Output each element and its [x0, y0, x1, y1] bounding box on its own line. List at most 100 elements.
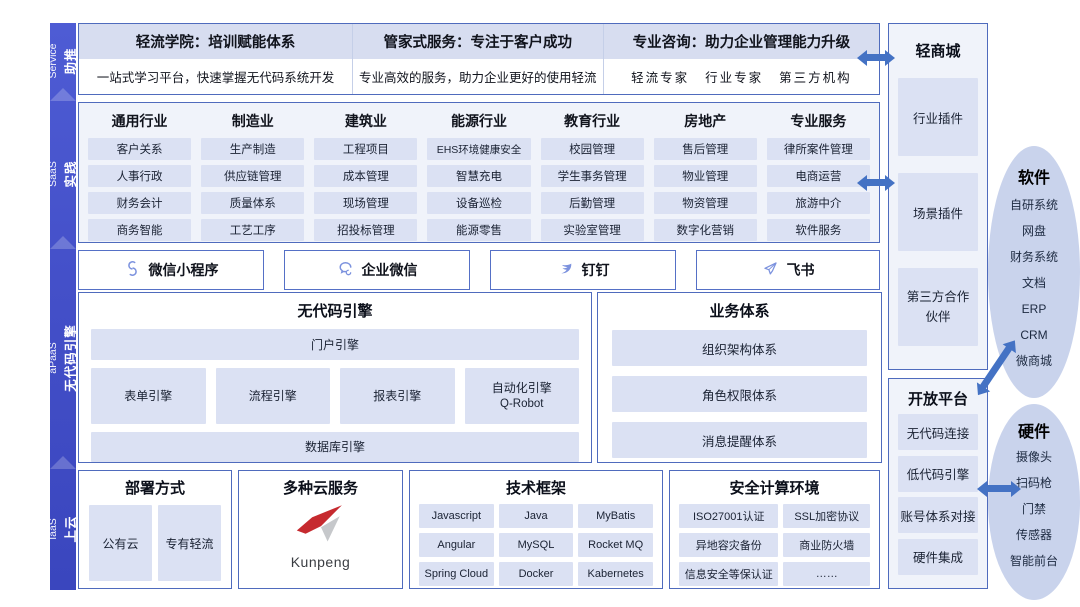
integration-label: 钉钉: [581, 262, 610, 278]
saas-col-general: 通用行业 客户关系 人事行政 财务会计 商务智能: [83, 109, 196, 248]
saas-item: 质量体系: [201, 192, 305, 214]
saas-col-title: 制造业: [231, 113, 274, 129]
integration-wecom: 企业微信: [284, 250, 470, 290]
layer-label-zh: 无代码引擎: [64, 324, 78, 392]
layer-label-saas: SaaS 实践: [47, 160, 79, 187]
engine-label: 报表引擎: [373, 388, 422, 403]
saas-item: 售后管理: [653, 138, 757, 160]
layer-label-service: Service 助推: [47, 43, 79, 78]
software-item: 文档: [1021, 276, 1046, 290]
layer-label-en: aPaaS: [47, 342, 59, 374]
software-item: ERP: [1021, 302, 1047, 316]
layer-banner: Service 助推 SaaS 实践 aPaaS 无代码引擎 IaaS 上云: [47, 23, 79, 590]
tech-cell: Rocket MQ: [578, 533, 653, 557]
saas-panel: 通用行业 客户关系 人事行政 财务会计 商务智能 制造业 生产制造 供应链管理 …: [78, 102, 880, 243]
security-cell: 异地容灾备份: [679, 533, 779, 557]
engine-cell: 报表引擎: [340, 367, 455, 424]
nocode-engine-panel: 无代码引擎 门户引擎 表单引擎 流程引擎 报表引擎 自动化引擎 Q-Robot …: [78, 292, 592, 463]
saas-col-title: 专业服务: [790, 113, 847, 129]
saas-item: 电商运营: [766, 165, 870, 187]
saas-col-professional: 专业服务 律所案件管理 电商运营 旅游中介 软件服务: [762, 109, 875, 248]
tech-stack-panel: 技术框架 Javascript Java MyBatis Angular MyS…: [409, 470, 663, 589]
saas-item: 学生事务管理: [540, 165, 644, 187]
layer-label-zh: 实践: [64, 160, 78, 188]
saas-col-title: 教育行业: [564, 113, 621, 129]
ellipse-title: 硬件: [1017, 424, 1050, 441]
panel-title: 技术框架: [505, 480, 566, 497]
marketplace-cell: 场景插件: [898, 173, 978, 251]
saas-item: 实验室管理: [540, 219, 644, 241]
security-panel: 安全计算环境 ISO27001认证 SSL加密协议 异地容灾备份 商业防火墙 信…: [669, 470, 880, 589]
engine-row: 表单引擎 流程引擎 报表引擎 自动化引擎 Q-Robot: [91, 367, 579, 424]
software-ellipse: 软件 自研系统 网盘 财务系统 文档 ERP CRM 微商城: [988, 146, 1080, 398]
engine-label: 流程引擎: [248, 388, 297, 403]
hardware-item: 门禁: [1021, 502, 1046, 516]
engine-label: 自动化引擎: [491, 380, 552, 395]
tag: 第三方机构: [779, 71, 852, 85]
open-platform-cells: 无代码连接 低代码引擎 账号体系对接 硬件集成: [889, 409, 987, 588]
saas-item: EHS环境健康安全: [427, 138, 531, 160]
software-item: 网盘: [1021, 224, 1046, 238]
tech-cell: MySQL: [498, 533, 574, 557]
biz-cell: 角色权限体系: [612, 376, 867, 412]
integration-label: 微信小程序: [148, 262, 219, 278]
panel-title: 安全计算环境: [729, 480, 820, 497]
kunpeng-logo-icon: [290, 503, 352, 552]
engine-sublabel: Q-Robot: [500, 397, 544, 410]
software-item: 微商城: [1015, 354, 1052, 368]
layer-label-en: Service: [47, 43, 59, 79]
engine-label: 表单引擎: [124, 388, 173, 403]
deployment-panel: 部署方式 公有云 专有轻流: [78, 470, 232, 589]
saas-item: 智慧充电: [427, 165, 531, 187]
service-col-consulting: 专业咨询：助力企业管理能力升级 轻流专家 行业专家 第三方机构: [603, 24, 879, 94]
saas-item: 软件服务: [766, 219, 870, 241]
marketplace-cells: 行业插件 场景插件 第三方合作伙伴: [889, 61, 987, 369]
tech-cell: Java: [498, 504, 574, 528]
service-col-academy: 轻流学院：培训赋能体系 一站式学习平台，快速掌握无代码系统开发: [79, 24, 353, 94]
tech-cell: Docker: [498, 562, 574, 586]
deploy-cell: 专有轻流: [158, 505, 221, 581]
service-col-subtitle: 专业高效的服务，助力企业更好的使用轻流: [359, 71, 597, 85]
tech-cell: Kabernetes: [578, 562, 653, 586]
software-item: 自研系统: [1009, 198, 1058, 212]
dingtalk-icon: [557, 260, 574, 280]
panel-title: 部署方式: [124, 480, 185, 497]
service-panel: 轻流学院：培训赋能体系 一站式学习平台，快速掌握无代码系统开发 管家式服务：专注…: [78, 23, 880, 95]
saas-col-construction: 建筑业 工程项目 成本管理 现场管理 招投标管理: [309, 109, 422, 248]
layer-label-zh: 上云: [64, 515, 78, 543]
saas-item: 商务智能: [88, 219, 192, 241]
open-platform-cell: 无代码连接: [898, 414, 978, 451]
saas-item: 数字化营销: [653, 219, 757, 241]
engine-cell-automation: 自动化引擎 Q-Robot: [464, 367, 579, 424]
ellipse-title: 软件: [1017, 170, 1050, 187]
software-item: 财务系统: [1009, 250, 1058, 264]
layer-label-en: IaaS: [47, 518, 59, 540]
service-col-butler: 管家式服务：专注于客户成功 专业高效的服务，助力企业更好的使用轻流: [352, 24, 604, 94]
open-platform-cell: 硬件集成: [898, 538, 978, 575]
engine-cell: 流程引擎: [215, 367, 330, 424]
hardware-item: 摄像头: [1015, 450, 1052, 464]
layer-label-en: SaaS: [47, 161, 59, 187]
saas-item: 财务会计: [88, 192, 192, 214]
service-col-title: 轻流学院：培训赋能体系: [79, 24, 352, 59]
saas-col-title: 通用行业: [111, 113, 168, 129]
double-arrow-openplatform-hardware: [986, 485, 1012, 492]
tech-cell: Angular: [419, 533, 494, 557]
saas-item: 招投标管理: [314, 219, 418, 241]
wechat-miniprogram-icon: [124, 260, 141, 280]
tech-grid: Javascript Java MyBatis Angular MySQL Ro…: [419, 504, 653, 586]
marketplace-cell: 行业插件: [898, 78, 978, 156]
tech-cell: MyBatis: [578, 504, 653, 528]
saas-item: 客户关系: [88, 138, 192, 160]
saas-col-title: 能源行业: [450, 113, 507, 129]
layer-label-zh: 助推: [64, 47, 78, 75]
software-item: CRM: [1020, 328, 1048, 342]
cloud-services-panel: 多种云服务 Kunpeng: [238, 470, 403, 589]
engine-cell: 表单引擎: [91, 367, 206, 424]
panel-title: 轻商城: [915, 43, 961, 60]
saas-item: 工程项目: [314, 138, 418, 160]
saas-item: 设备巡检: [427, 192, 531, 214]
panel-title: 业务体系: [709, 303, 770, 320]
double-arrow-service-mall: [866, 54, 886, 61]
